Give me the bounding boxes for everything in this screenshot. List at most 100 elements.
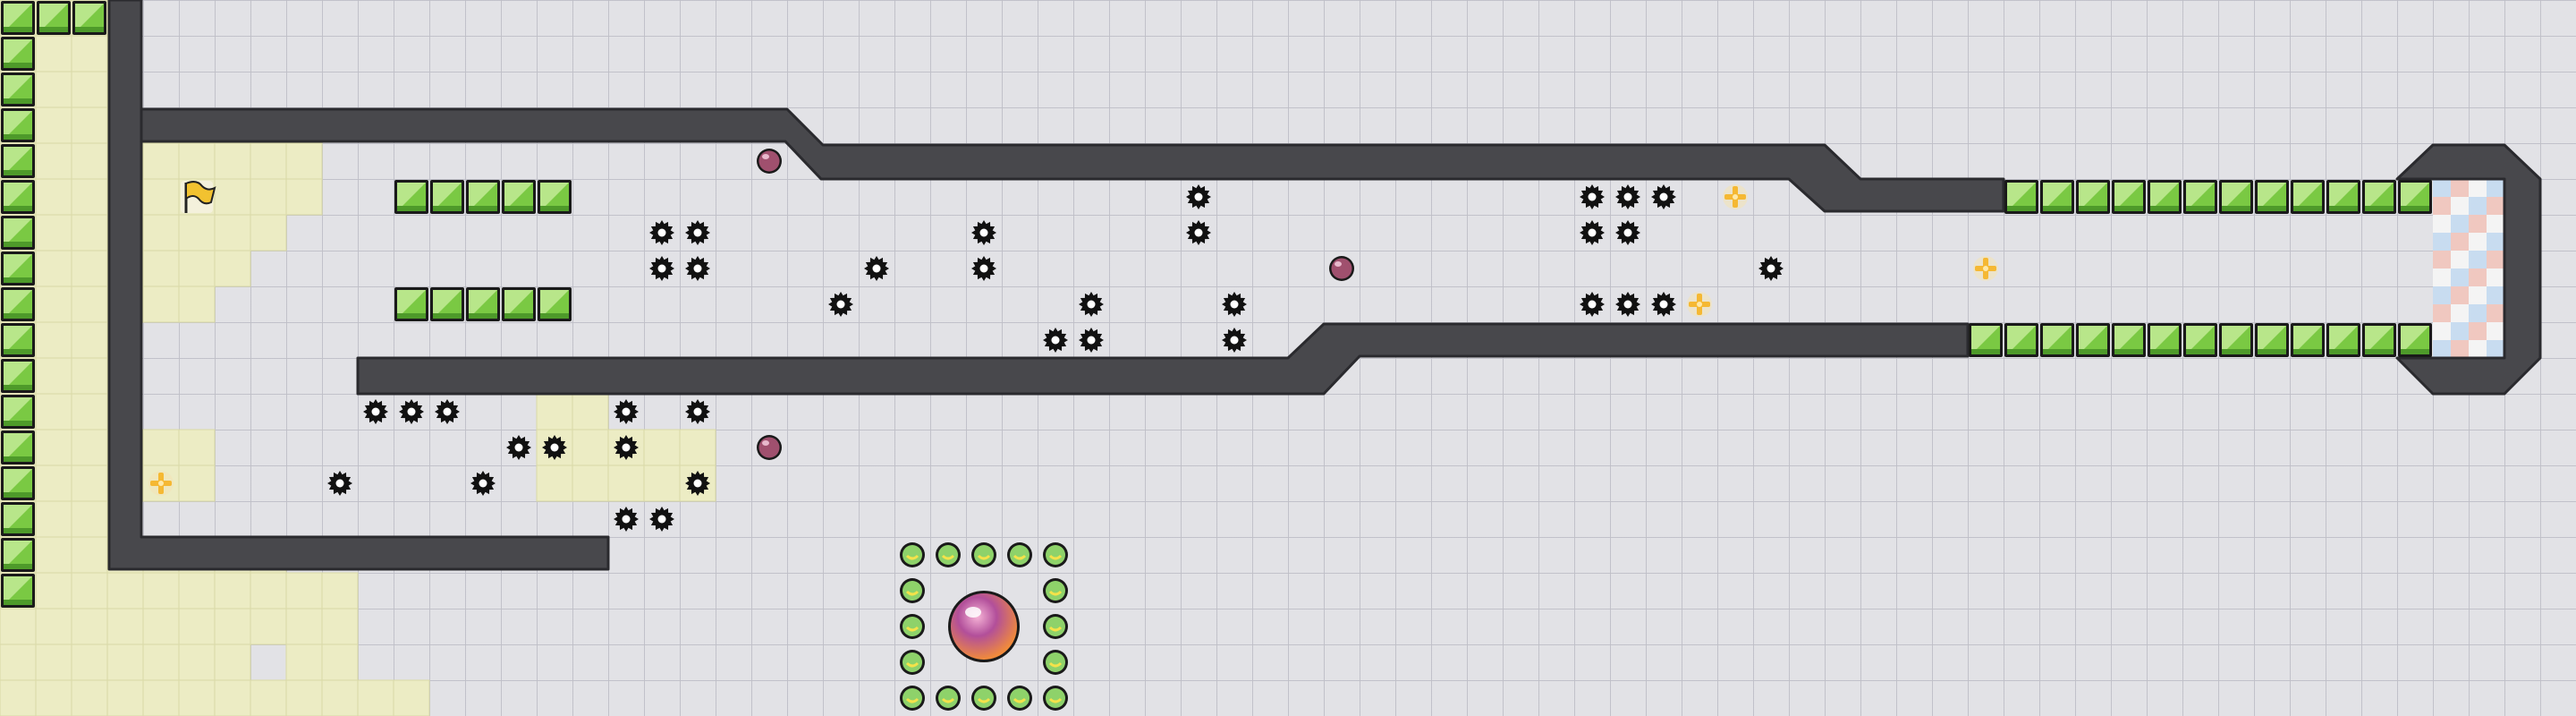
safe-cell: [35, 429, 72, 466]
spike-mine-icon: [864, 256, 889, 281]
ring-orb-icon: [1007, 686, 1032, 711]
spike-mine-icon: [614, 507, 639, 532]
green-block-icon: [2362, 323, 2396, 357]
safe-cell: [71, 429, 108, 466]
goal-cell: [2433, 215, 2451, 233]
green-block-icon: [2326, 323, 2360, 357]
plus-coin-icon: [1973, 256, 1998, 281]
green-block-icon: [1, 251, 35, 286]
green-block-icon: [2291, 323, 2325, 357]
goal-cell: [2451, 286, 2469, 304]
spike-mine-icon: [1222, 292, 1247, 317]
safe-cell: [71, 142, 108, 180]
spike-mine-icon: [971, 220, 996, 245]
safe-cell: [214, 214, 251, 251]
safe-cell: [71, 608, 108, 645]
goal-cell: [2469, 215, 2487, 233]
safe-cell: [285, 679, 323, 716]
safe-cell: [250, 142, 287, 180]
green-block-icon: [2004, 180, 2038, 214]
safe-cell: [35, 465, 72, 502]
green-block-icon: [466, 287, 500, 321]
green-block-icon: [2076, 180, 2110, 214]
spike-mine-icon: [1222, 328, 1247, 353]
safe-cell: [71, 500, 108, 538]
safe-cell: [536, 465, 573, 502]
plus-coin-icon: [1723, 184, 1748, 209]
safe-cell: [35, 178, 72, 216]
wall-segment: [356, 322, 1970, 396]
safe-cell: [250, 608, 287, 645]
safe-cell: [106, 679, 144, 716]
spike-mine-icon: [1651, 292, 1676, 317]
goal-cell: [2451, 268, 2469, 286]
safe-cell: [572, 429, 609, 466]
safe-cell: [71, 35, 108, 72]
spike-mine-icon: [614, 435, 639, 460]
spike-mine-icon: [542, 435, 567, 460]
wall-segment: [140, 107, 2005, 213]
spike-mine-icon: [470, 471, 496, 496]
goal-cell: [2433, 179, 2451, 197]
safe-cell: [106, 608, 144, 645]
safe-cell: [142, 286, 180, 323]
ring-orb-icon: [1007, 542, 1032, 567]
safe-cell: [178, 644, 216, 681]
safe-cell: [321, 608, 359, 645]
green-block-icon: [2398, 180, 2432, 214]
safe-cell: [142, 608, 180, 645]
green-block-icon: [466, 180, 500, 214]
safe-cell: [142, 429, 180, 466]
spike-mine-icon: [685, 399, 710, 424]
safe-cell: [35, 500, 72, 538]
flag-icon[interactable]: [181, 181, 216, 213]
green-block-icon: [1, 502, 35, 536]
green-block-icon: [1, 108, 35, 142]
safe-cell: [142, 644, 180, 681]
goal-cell: [2451, 340, 2469, 358]
goal-cell: [2487, 304, 2504, 322]
safe-cell: [35, 321, 72, 359]
goal-cell: [2451, 304, 2469, 322]
safe-cell: [178, 608, 216, 645]
safe-cell: [0, 644, 37, 681]
safe-cell: [71, 214, 108, 251]
goal-cell: [2451, 233, 2469, 251]
goal-cell: [2433, 304, 2451, 322]
ring-orb-icon: [900, 614, 925, 639]
safe-cell: [178, 465, 216, 502]
ring-orb-icon: [1043, 542, 1068, 567]
goal-cell: [2487, 179, 2504, 197]
spike-mine-icon: [1580, 220, 1605, 245]
ring-orb-icon: [900, 650, 925, 675]
safe-cell: [142, 178, 180, 216]
safe-cell: [214, 572, 251, 609]
spike-mine-icon: [1651, 184, 1676, 209]
green-block-icon: [502, 287, 536, 321]
ring-orb-icon: [936, 686, 961, 711]
safe-cell: [285, 178, 323, 216]
safe-cell: [71, 71, 108, 108]
safe-cell: [71, 465, 108, 502]
safe-cell: [0, 608, 37, 645]
green-block-icon: [2076, 323, 2110, 357]
green-block-icon: [2040, 180, 2074, 214]
goal-cell: [2469, 322, 2487, 340]
green-block-icon: [1, 395, 35, 429]
spike-mine-icon: [685, 256, 710, 281]
green-block-icon: [538, 180, 572, 214]
goal-cell: [2487, 233, 2504, 251]
green-block-icon: [2326, 180, 2360, 214]
spike-mine-icon: [1580, 184, 1605, 209]
green-block-icon: [430, 180, 464, 214]
safe-cell: [178, 142, 216, 180]
safe-cell: [35, 35, 72, 72]
goal-cell: [2469, 251, 2487, 268]
goal-cell: [2469, 340, 2487, 358]
safe-cell: [250, 178, 287, 216]
green-block-icon: [2040, 323, 2074, 357]
ring-orb-icon: [900, 578, 925, 603]
green-block-icon: [2183, 323, 2217, 357]
